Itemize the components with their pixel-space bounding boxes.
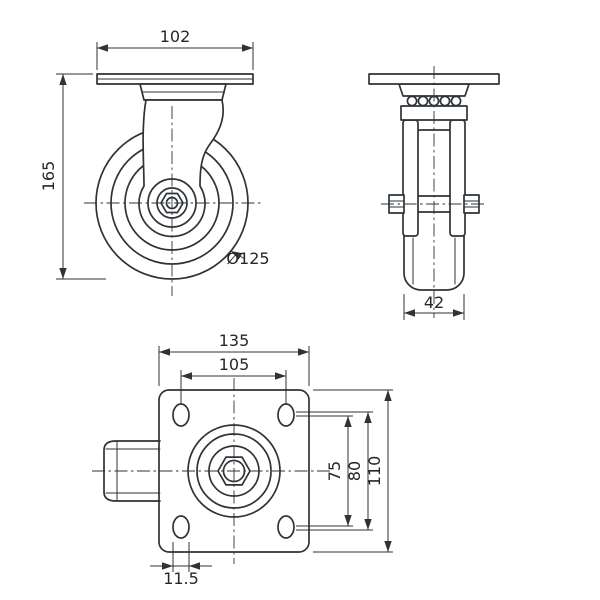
side-view-dimensions: 102 165 Ø125 [39, 27, 270, 280]
dimension-hole-spacing-width-min-label: 75 [325, 461, 344, 481]
fork-leg-left [402, 119, 419, 237]
front-view-dimensions: 42 [403, 293, 465, 320]
fork-leg-right [449, 119, 466, 237]
side-view: 102 165 Ø125 [39, 27, 270, 296]
bearing-ball [439, 95, 451, 107]
kingpin-hex-nut [217, 456, 251, 486]
bolt-slot-hole [172, 515, 190, 539]
dimension-plate-width-label: 102 [160, 27, 191, 46]
dimension-wheel-width-label: 42 [424, 293, 444, 312]
plan-view-centerlines [92, 378, 332, 564]
side-view-centerlines [84, 106, 262, 296]
dimension-overall-height-label: 165 [39, 161, 58, 192]
plan-view: 135 105 75 80 110 [92, 331, 393, 588]
bolt-slot-hole [277, 403, 295, 427]
dimension-plate-length-label: 135 [219, 331, 250, 350]
dimension-wheel-diameter-label: Ø125 [226, 249, 269, 268]
dimension-hole-spacing-length-label: 105 [219, 355, 250, 374]
dimension-hole-spacing-width-max-label: 80 [345, 461, 364, 481]
front-view: 42 [368, 66, 500, 320]
bearing-ball [417, 95, 429, 107]
bolt-slot-hole [172, 403, 190, 427]
plan-view-dimensions: 135 105 75 80 110 [150, 331, 393, 588]
dimension-slot-width-label: 11.5 [163, 569, 199, 588]
bearing-ball [450, 95, 462, 107]
fork-leg [138, 99, 224, 238]
bearing-ball [406, 95, 418, 107]
dimension-plate-width-plan-label: 110 [365, 456, 384, 487]
front-view-centerlines [381, 66, 487, 318]
wheel-diameter-leader-line [230, 250, 246, 260]
bolt-slot-hole [277, 515, 295, 539]
